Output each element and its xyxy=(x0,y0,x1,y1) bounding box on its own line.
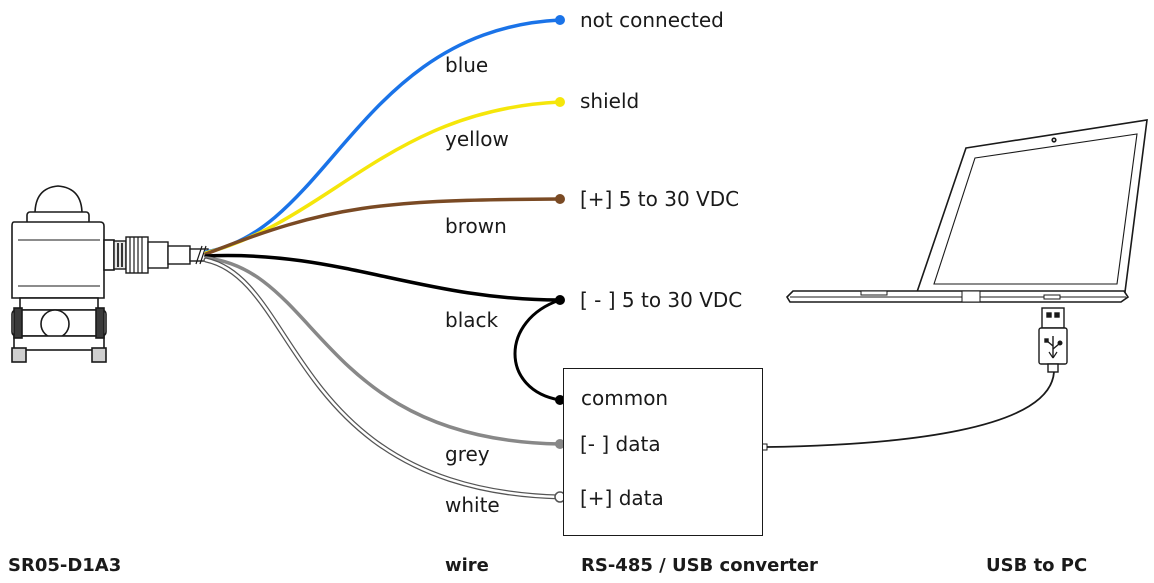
caption-wire: wire xyxy=(445,555,489,576)
terminal-label-data-positive: [+] data xyxy=(580,486,664,510)
wire-grey xyxy=(204,256,562,446)
terminal-label-shield: shield xyxy=(580,89,640,113)
cable-connector-icon xyxy=(113,236,209,274)
terminal-label-data-negative: [- ] data xyxy=(580,432,661,456)
wire-label-brown: brown xyxy=(445,214,507,238)
terminal-label-common: common xyxy=(581,386,669,410)
caption-pc: USB to PC xyxy=(986,555,1088,576)
laptop-icon xyxy=(785,119,1148,303)
wire-bundle xyxy=(203,18,563,500)
usb-cable xyxy=(760,371,1055,451)
terminal-dot-brown xyxy=(555,194,565,204)
wire-blue xyxy=(204,18,562,254)
caption-sensor: SR05-D1A3 xyxy=(8,555,122,576)
terminal-label-negative-supply: [ - ] 5 to 30 VDC xyxy=(580,288,743,312)
wire-label-black: black xyxy=(445,308,499,332)
wire-white xyxy=(204,258,562,499)
wire-label-blue: blue xyxy=(445,53,489,77)
rs485-usb-converter xyxy=(563,368,763,536)
wire-black-jumper xyxy=(513,298,562,402)
terminal-dot-grey xyxy=(555,439,565,449)
wire-label-yellow: yellow xyxy=(445,127,509,151)
wire-label-white: white xyxy=(445,493,500,517)
pyranometer-sensor-icon xyxy=(11,185,115,363)
terminal-dot-yellow xyxy=(555,97,565,107)
wire-label-grey: grey xyxy=(445,442,490,466)
terminal-dots xyxy=(554,15,566,503)
usb-plug-icon xyxy=(1038,307,1068,373)
terminal-dot-black xyxy=(555,295,565,305)
terminal-dot-common xyxy=(555,395,565,405)
terminal-dot-blue xyxy=(555,15,565,25)
terminal-label-not-connected: not connected xyxy=(580,8,724,32)
wire-black xyxy=(204,253,562,302)
terminal-label-positive-supply: [+] 5 to 30 VDC xyxy=(580,187,740,211)
caption-converter: RS-485 / USB converter xyxy=(581,555,818,576)
wire-brown xyxy=(204,197,562,256)
